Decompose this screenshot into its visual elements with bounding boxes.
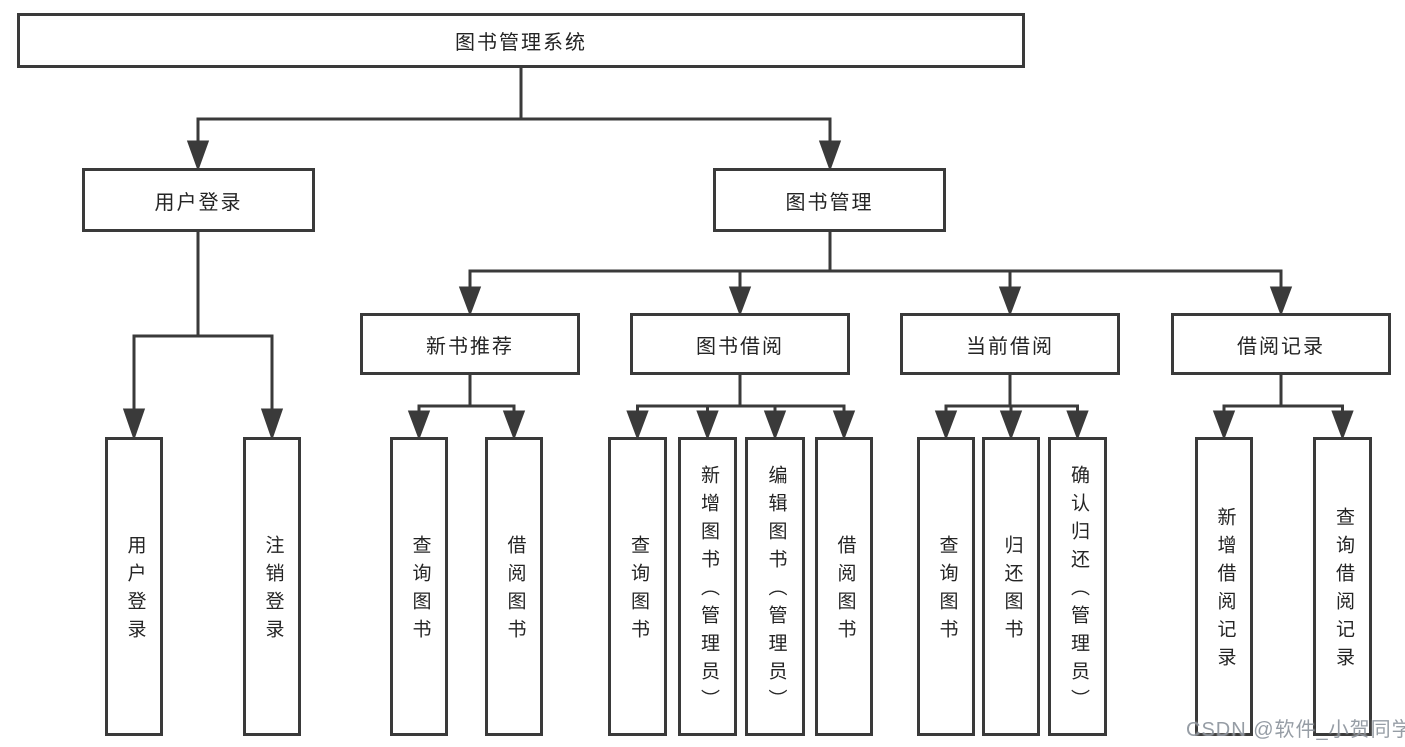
leaf-query-books-borrowing: 查询图书	[608, 437, 667, 736]
leaf-confirm-return-admin: 确认归还（管理员）	[1048, 437, 1107, 736]
arrowhead-down-icon	[1066, 410, 1089, 441]
leaf-label: 归还图书	[1001, 535, 1023, 647]
node-label: 借阅记录	[1237, 335, 1325, 358]
leaf-borrow-books: 借阅图书	[815, 437, 873, 736]
arrowhead-down-icon	[998, 286, 1022, 317]
leaf-label: 编辑图书（管理员）	[765, 465, 787, 717]
node-new-book-recommend: 新书推荐	[360, 313, 580, 375]
node-book-borrowing: 图书借阅	[630, 313, 850, 375]
leaf-borrow-books-recommend: 借阅图书	[485, 437, 543, 736]
arrowhead-down-icon	[186, 140, 210, 172]
leaf-user-login: 用户登录	[105, 437, 163, 736]
arrowhead-down-icon	[122, 408, 146, 441]
leaf-label: 注销登录	[262, 535, 284, 647]
node-label: 当前借阅	[966, 335, 1054, 358]
arrowhead-down-icon	[260, 408, 284, 441]
arrowhead-down-icon	[832, 410, 856, 441]
csdn-watermark: CSDN @软件_小贺同学	[1186, 719, 1405, 741]
arrowhead-down-icon	[1331, 410, 1354, 441]
leaf-label: 查询借阅记录	[1332, 507, 1354, 675]
leaf-label: 新增借阅记录	[1214, 507, 1236, 675]
leaf-add-books-admin: 新增图书（管理员）	[678, 437, 737, 736]
leaf-label: 查询图书	[627, 535, 649, 647]
leaf-query-books-current: 查询图书	[917, 437, 975, 736]
arrowhead-down-icon	[728, 286, 752, 317]
node-label: 图书管理	[785, 191, 874, 214]
leaf-query-books-recommend: 查询图书	[390, 437, 448, 736]
leaf-query-borrow-record: 查询借阅记录	[1313, 437, 1372, 736]
node-library-management-system: 图书管理系统	[17, 13, 1025, 68]
arrowhead-down-icon	[763, 410, 787, 441]
node-current-borrowing: 当前借阅	[900, 313, 1120, 375]
leaf-label: 借阅图书	[834, 535, 856, 647]
arrowhead-down-icon	[1212, 410, 1236, 441]
leaf-logout: 注销登录	[243, 437, 301, 736]
node-label: 新书推荐	[426, 335, 514, 358]
leaf-label: 查询图书	[936, 535, 958, 647]
connector-group	[122, 68, 1354, 441]
node-label: 图书管理系统	[455, 32, 587, 54]
arrowhead-down-icon	[818, 140, 842, 172]
leaf-return-books: 归还图书	[982, 437, 1040, 736]
arrowhead-down-icon	[502, 410, 526, 441]
node-borrowing-records: 借阅记录	[1171, 313, 1391, 375]
leaf-edit-books-admin: 编辑图书（管理员）	[745, 437, 805, 736]
arrowhead-down-icon	[626, 410, 649, 441]
leaf-label: 新增图书（管理员）	[697, 465, 719, 717]
arrowhead-down-icon	[458, 286, 482, 317]
leaf-label: 借阅图书	[504, 535, 526, 647]
arrowhead-down-icon	[1269, 286, 1293, 317]
arrowhead-down-icon	[696, 410, 719, 441]
arrowhead-down-icon	[999, 410, 1023, 441]
arrowhead-down-icon	[407, 410, 431, 441]
node-user-login: 用户登录	[82, 168, 315, 232]
leaf-label: 查询图书	[409, 535, 431, 647]
node-label: 用户登录	[154, 191, 243, 214]
node-label: 图书借阅	[696, 335, 784, 358]
leaf-add-borrow-record: 新增借阅记录	[1195, 437, 1253, 736]
arrowhead-down-icon	[934, 410, 958, 441]
node-book-management: 图书管理	[713, 168, 946, 232]
leaf-label: 用户登录	[124, 535, 146, 647]
leaf-label: 确认归还（管理员）	[1067, 465, 1089, 717]
